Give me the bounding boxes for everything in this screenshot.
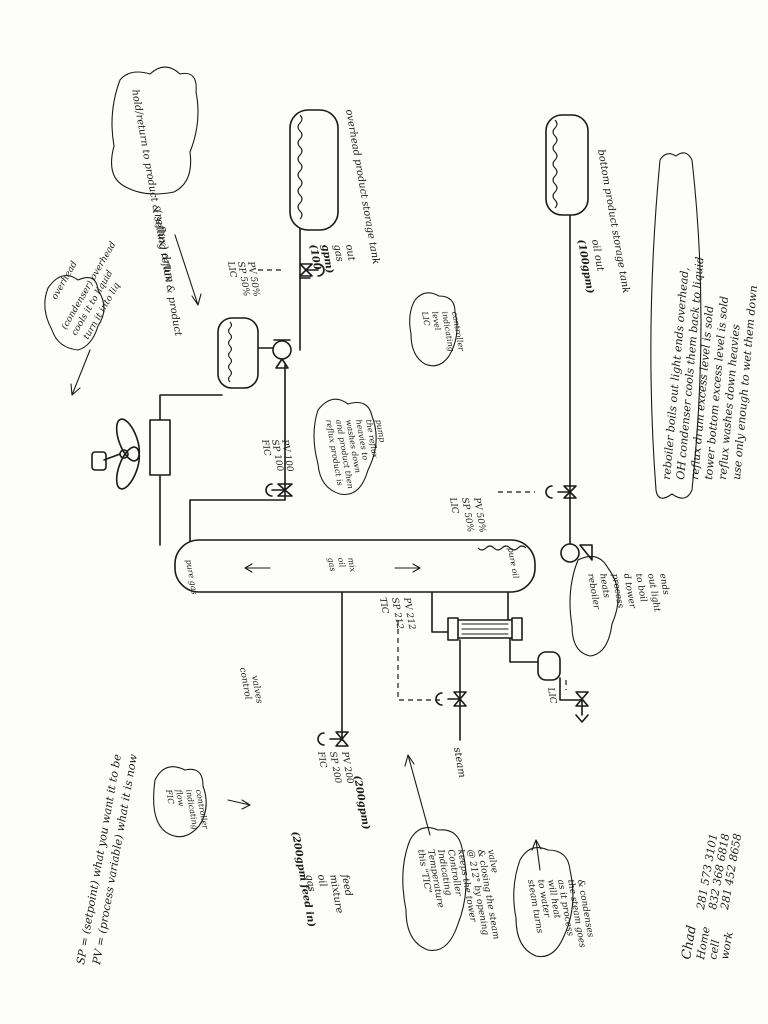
overhead-condenser	[149, 419, 171, 476]
reboiler-pot-line	[509, 637, 539, 663]
condenser-fan-icon	[91, 418, 141, 490]
feed-note-3: oil	[315, 874, 328, 888]
fic-note-2: flow	[174, 788, 186, 807]
reboiler-return-line	[507, 589, 521, 621]
lic-note-2: level	[430, 311, 442, 332]
tower-mid-label-1: gas	[326, 557, 337, 572]
bottoms-pump	[560, 543, 593, 563]
fic-bottom-tag: FIC	[315, 750, 328, 769]
contact-home-label: Home	[694, 925, 713, 961]
overhead-storage-tank	[289, 109, 339, 231]
control-signals	[258, 269, 567, 701]
pot-drain-valve	[575, 691, 589, 723]
reboiler-note-5: to boil	[633, 573, 648, 603]
tower-mid-label-2: oil	[336, 557, 347, 569]
reflux-drum	[217, 317, 259, 389]
steam-valve	[435, 691, 467, 707]
pointer-arrows	[70, 234, 542, 871]
contact-cell-label: cell	[706, 938, 722, 960]
lic-bottom-tag: LIC	[545, 686, 558, 705]
reboiler-note-2: heats	[597, 573, 611, 599]
overhead-product-valve	[299, 263, 325, 277]
feed-note-5: feed	[339, 873, 354, 898]
reboiler-note-7: ends	[657, 573, 671, 596]
reboiler-feed-line	[431, 589, 453, 633]
annotation-bubbles	[44, 66, 702, 958]
steam-label: steam	[451, 747, 467, 779]
pump-discharge-line	[299, 277, 311, 351]
overhead-flow-2: gpm)	[319, 244, 335, 275]
contact-work-label: work	[718, 930, 736, 960]
reboiler-exchanger	[447, 617, 523, 641]
control-valves-note-2: valves	[249, 675, 264, 705]
feed-valve	[317, 731, 349, 747]
reflux-drum-label: (reflux) drum	[151, 208, 177, 283]
bottoms-valve	[545, 485, 577, 499]
bottom-storage-tank	[545, 114, 589, 216]
feed-note-2: gas	[303, 874, 317, 893]
fic-bottom-flow: (200gpm)	[351, 775, 371, 831]
pot-drain-line	[559, 677, 583, 716]
control-valves-note-1: control	[237, 667, 253, 701]
overhead-flow-3: gas	[331, 244, 345, 263]
overhead-flow-4: out	[343, 244, 357, 263]
tic-tag: TIC	[377, 597, 390, 615]
lic-note-1: LIC	[420, 310, 432, 327]
overhead-tank-label: overhead product storage tank	[343, 109, 381, 266]
contact-name: Chad	[679, 924, 700, 960]
tic-signal	[397, 620, 440, 701]
fic-note-1: FIC	[164, 788, 176, 805]
fic-top-tag: FIC	[259, 438, 272, 457]
overhead-flow-1: (100	[307, 244, 322, 271]
reflux-pump	[272, 339, 292, 369]
distillation-tower	[174, 539, 536, 593]
condenser-to-drum-line	[159, 394, 223, 426]
tic-note-8: valve	[485, 849, 499, 874]
reflux-valve	[265, 483, 293, 497]
reflux-pump-note-6: pump	[374, 419, 387, 443]
lic-mid-tag: LIC	[447, 496, 460, 515]
bottom-tank-label: bottom product storage tank	[595, 149, 631, 295]
tower-mid-label-3: mix	[346, 557, 357, 573]
reboiler-level-pot	[537, 651, 561, 681]
lic-top-tag: LIC	[225, 260, 238, 279]
reflux-line	[189, 364, 286, 546]
